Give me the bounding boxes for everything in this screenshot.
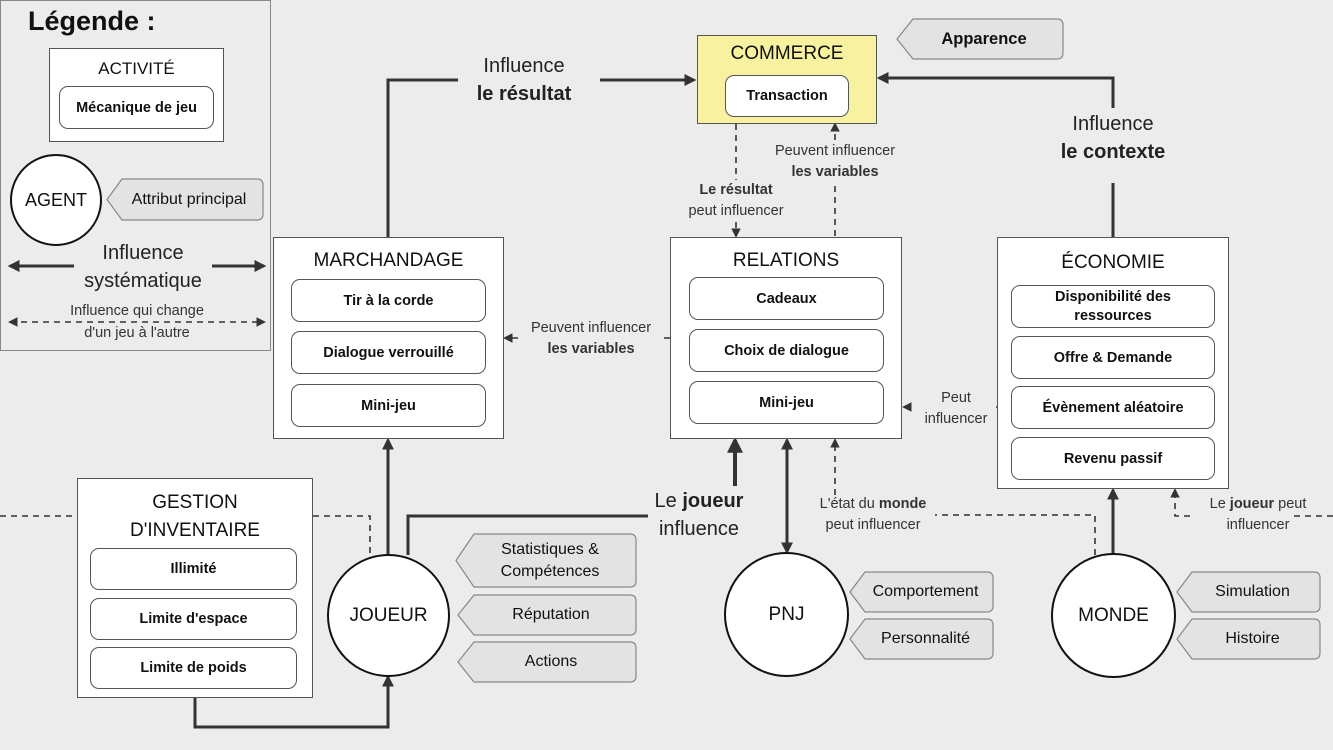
economie-item: Disponibilité des ressources [1011,285,1215,328]
commerce-apparence-tag: Apparence [896,18,1064,60]
joueur-attribute-tag: Réputation [457,594,637,636]
gestion-title-1: GESTION [152,492,238,513]
pnj-attribute-text: Personnalité [881,630,970,647]
label-player-influences-1: Le joueur [636,487,762,515]
label-variables-top-1: Peuvent influencer [774,143,896,159]
economie-item: Revenu passif [1011,437,1215,480]
gestion-item: Limite d'espace [90,598,297,640]
label-world-state-bold: monde [878,496,927,512]
label-result-can-2: peut influencer [688,203,784,219]
label-player-influences-2: influence [658,518,740,540]
pnj-attribute-tag: Personnalité [849,618,994,660]
legend-title: Légende : [28,6,156,36]
economie-item: Offre & Demande [1011,336,1215,379]
marchandage-item: Mini-jeu [291,384,486,427]
joueur-attribute-tag: Statistiques & Compétences [455,533,637,588]
gestion-item: Illimité [90,548,297,590]
label-player-can-prefix: Le [1209,496,1230,512]
label-player-influences-prefix: Le [654,490,683,512]
arrow-joueur-relations [406,514,648,555]
label-can-influence-2: influencer [924,411,988,427]
label-world-state-2: peut influencer [825,517,921,533]
label-variables-left-1: Peuvent influencer [530,320,652,336]
legend-variable-2: d'un jeu à l'autre [84,325,190,341]
monde-attribute-text: Simulation [1215,583,1290,600]
legend-agent-circle: AGENT [10,154,102,246]
economie-title: ÉCONOMIE [1061,252,1165,273]
gestion-item: Limite de poids [90,647,297,689]
pnj-attribute-text: Comportement [872,583,979,600]
joueur-attribute-text: Actions [524,653,578,670]
joueur-attribute-text: Statistiques & Compétences [500,540,600,580]
legend-attribute-text: Attribut principal [131,190,247,208]
marchandage-item: Dialogue verrouillé [291,331,486,374]
commerce-apparence-text: Apparence [941,30,1027,48]
joueur-attribute-text: Réputation [512,606,590,623]
joueur-attribute-tag: Actions [457,641,637,683]
label-player-can-bold: joueur [1229,496,1275,512]
monde-attribute-text: Histoire [1225,630,1280,647]
label-influence-context-2: le contexte [1060,141,1166,163]
legend-variable-1: Influence qui change [70,303,204,319]
label-world-state-1: L'état du monde [805,494,941,515]
label-can-influence-1: Peut [941,390,971,406]
legend-attribute-tag: Attribut principal [106,178,264,221]
label-influence-result-2: le résultat [476,83,572,105]
label-influence-result-1: Influence [483,55,565,77]
arrow-marchandage-commerce [386,80,694,237]
relations-item: Choix de dialogue [689,329,884,372]
arrow-gestion-joueur [193,674,394,729]
economie-item: Évènement aléatoire [1011,386,1215,429]
dashed-monde-relations [835,440,1096,555]
label-world-state-prefix: L'état du [819,496,879,512]
commerce-transaction: Transaction [725,75,849,117]
label-variables-left-2: les variables [547,341,635,357]
label-result-can-1: Le résultat [699,182,773,198]
commerce-title: COMMERCE [730,43,844,64]
gestion-title-2: D'INVENTAIRE [130,520,260,541]
legend-activity-title: ACTIVITÉ [98,59,175,78]
relations-item: Mini-jeu [689,381,884,424]
pnj-circle: PNJ [724,552,849,677]
relations-title: RELATIONS [732,250,840,271]
label-player-can-1: Le joueur peut [1196,494,1320,515]
relations-item: Cadeaux [689,277,884,320]
label-player-can-2: influencer [1226,517,1290,533]
legend-systematic-1: Influence [102,242,184,264]
label-player-influences-bold: joueur [682,490,744,512]
marchandage-item: Tir à la corde [291,279,486,322]
legend-panel [0,0,271,351]
arrow-economie-commerce [879,78,1115,237]
joueur-circle: JOUEUR [327,554,450,677]
dashed-player-economie [1175,490,1333,517]
legend-mechanic-pill: Mécanique de jeu [59,86,214,129]
dashed-inventory-joueur [313,515,371,555]
monde-circle: MONDE [1051,553,1176,678]
monde-attribute-tag: Histoire [1176,618,1321,660]
marchandage-title: MARCHANDAGE [313,250,464,271]
pnj-attribute-tag: Comportement [849,571,994,613]
label-player-can-suffix: peut [1274,496,1307,512]
label-influence-context-1: Influence [1072,113,1154,135]
monde-attribute-tag: Simulation [1176,571,1321,613]
label-variables-top-2: les variables [791,164,879,180]
legend-systematic-2: systématique [84,270,202,292]
